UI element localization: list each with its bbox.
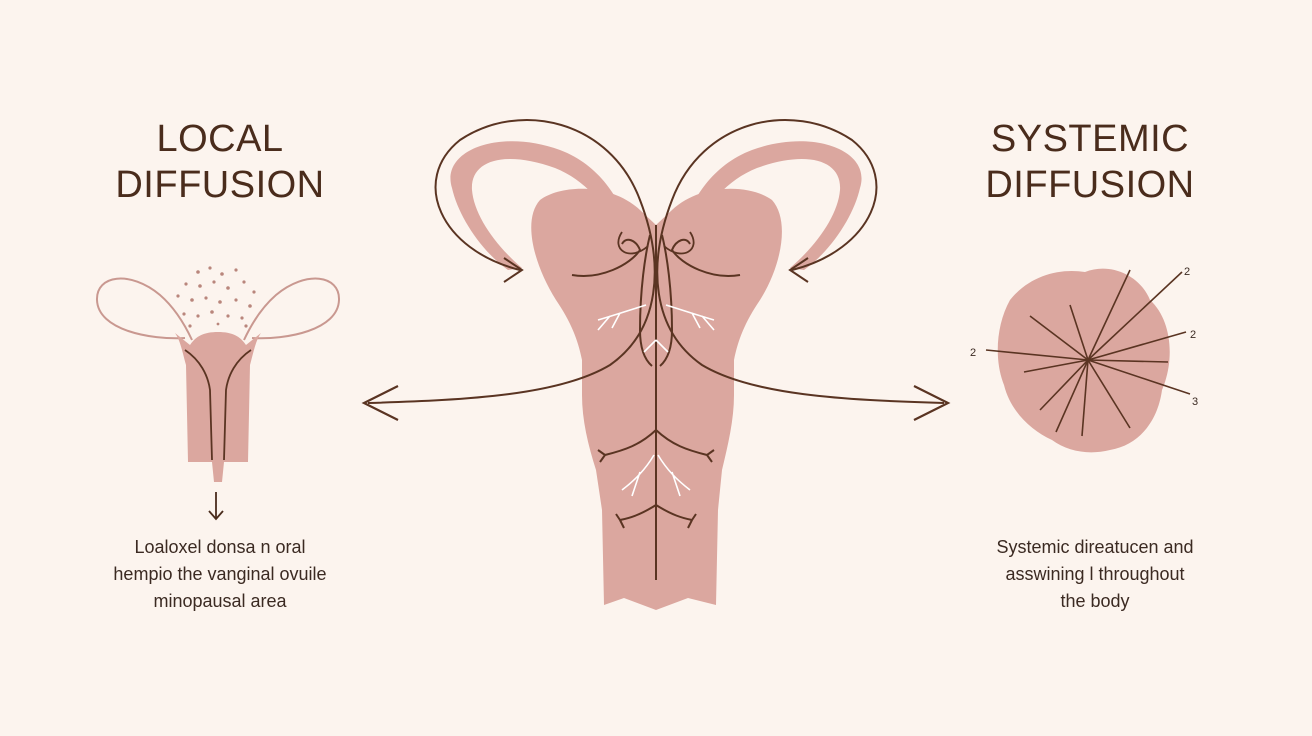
ray-label: 2 bbox=[970, 347, 976, 359]
curved-arrows bbox=[367, 119, 945, 404]
ray-label: 3 bbox=[1192, 396, 1198, 408]
ray-label: 2 bbox=[1184, 266, 1190, 278]
caption-line: Systemic direatucen and bbox=[996, 537, 1194, 557]
arrow-left-icon bbox=[361, 385, 399, 421]
ray-label: 2 bbox=[1190, 329, 1196, 341]
title-line: DIFFUSION bbox=[985, 164, 1195, 206]
caption-line: minopausal area bbox=[153, 591, 287, 611]
arrow-right-icon bbox=[913, 385, 951, 421]
uterus-icon bbox=[95, 277, 341, 482]
caption-line: Loaloxel donsa n oral bbox=[134, 537, 306, 557]
arrow-down-icon bbox=[208, 492, 224, 521]
systemic-caption: Systemic direatucen and asswining l thro… bbox=[950, 534, 1240, 615]
particle-cluster bbox=[176, 266, 256, 328]
title-line: SYSTEMIC bbox=[990, 118, 1190, 160]
local-diffusion-title: LOCAL DIFFUSION bbox=[60, 116, 380, 208]
caption-line: hempio the vanginal ovuile bbox=[113, 564, 327, 584]
local-caption: Loaloxel donsa n oral hempio the vangina… bbox=[50, 534, 390, 615]
systemic-diffusion-title: SYSTEMIC DIFFUSION bbox=[940, 116, 1240, 208]
caption-line: asswining l throughout bbox=[1005, 564, 1185, 584]
systemic-organ-icon: 2 2 3 2 bbox=[970, 266, 1198, 453]
organ-icon bbox=[450, 141, 862, 610]
title-line: DIFFUSION bbox=[115, 164, 325, 206]
caption-line: the body bbox=[1060, 591, 1130, 611]
title-line: LOCAL bbox=[156, 118, 284, 160]
